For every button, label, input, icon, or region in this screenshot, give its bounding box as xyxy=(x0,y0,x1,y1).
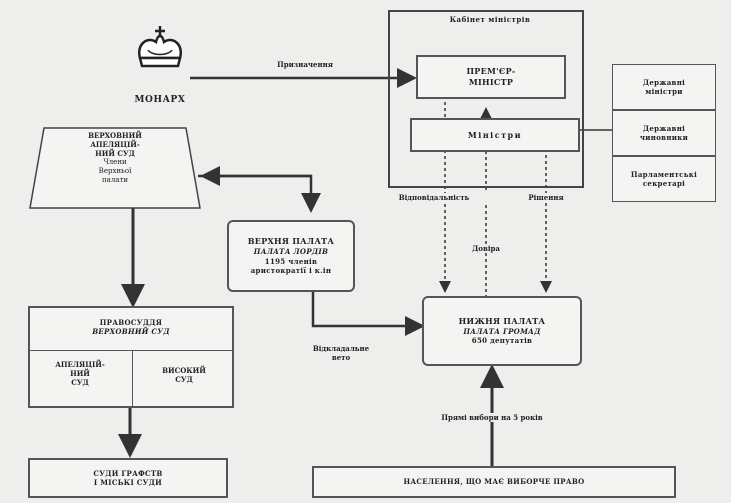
veto-label: Відкладальне вето xyxy=(312,344,370,363)
county-courts-box: СУДИ ГРАФСТВ І МІСЬКІ СУДИ xyxy=(28,458,228,498)
cabinet-frame xyxy=(388,10,584,188)
responsibility-label: Відповідальність xyxy=(372,193,496,203)
population-box: НАСЕЛЕННЯ, ЩО МАЄ ВИБОРЧЕ ПРАВО xyxy=(312,466,676,498)
high-court-label: ВИСОКИЙ СУД xyxy=(162,366,206,385)
prime-minister-box: ПРЕМ'ЄР- МІНІСТР xyxy=(416,55,566,99)
appoints-label: Призначення xyxy=(277,60,333,69)
supreme-appeal-court-shape xyxy=(29,127,201,209)
crown-icon xyxy=(137,26,183,68)
pm-line2: МІНІСТР xyxy=(468,77,514,87)
upper-house-box: ВЕРХНЯ ПАЛАТА ПАЛАТА ЛОРДІВ 1195 членів … xyxy=(227,220,355,292)
justice-box: ПРАВОСУДДЯ ВЕРХОВНИЙ СУД xyxy=(28,306,234,408)
trust-label: Довіра xyxy=(466,244,506,254)
monarch-label: МОНАРХ xyxy=(134,95,186,105)
justice-divider-h xyxy=(28,350,234,351)
justice-divider-v xyxy=(132,350,133,408)
ministers-label: Міністри xyxy=(467,129,523,140)
state-ministers-box: Державні міністри xyxy=(612,64,716,110)
veto-arrow xyxy=(311,292,425,336)
lower-house-box: НИЖНЯ ПАЛАТА ПАЛАТА ГРОМАД 650 депутатів xyxy=(422,296,582,366)
court-upper-house-connector xyxy=(198,174,321,213)
parliamentary-secretaries-box: Парламентські секретарі xyxy=(612,156,716,202)
state-officials-box: Державні чиновники xyxy=(612,110,716,156)
cabinet-title: Кабінет міністрів xyxy=(449,15,531,24)
ministers-box: Міністри xyxy=(410,118,580,152)
pm-line1: ПРЕМ'ЄР- xyxy=(466,66,516,77)
supreme-appeal-court-text: ВЕРХОВНИЙ АПЕЛЯЦІЙ- НИЙ СУД Члени Верхнь… xyxy=(88,131,142,185)
elections-label: Прямі вибори на 5 років xyxy=(412,413,572,423)
appeal-court-label: АПЕЛЯЦІЙ- НИЙ СУД xyxy=(55,360,105,388)
decisions-label: Рішення xyxy=(520,193,572,203)
